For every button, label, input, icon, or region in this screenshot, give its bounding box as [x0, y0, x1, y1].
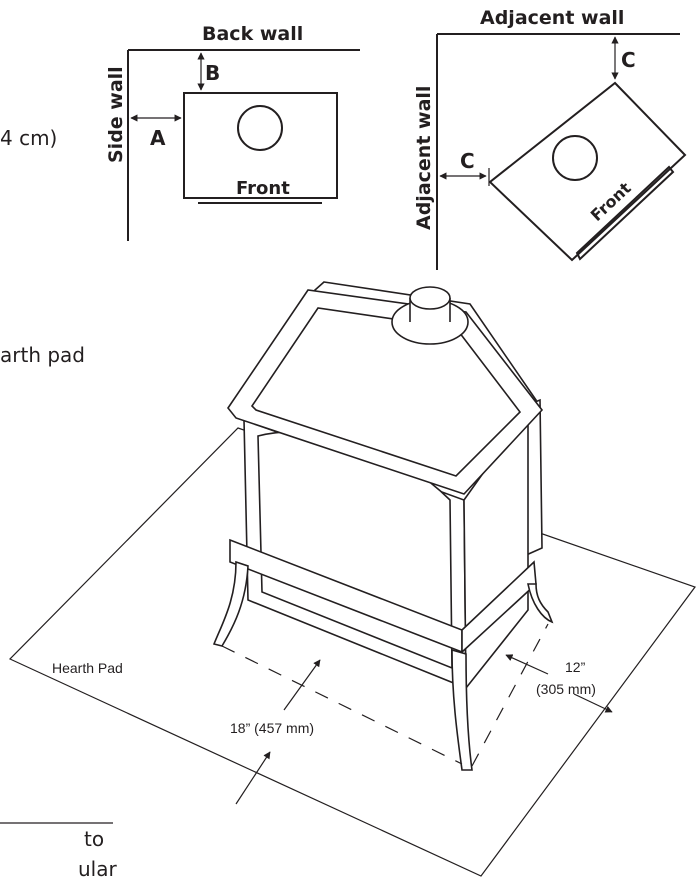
label-c-top: C — [621, 48, 636, 72]
dim-front-arrow-right — [573, 693, 613, 713]
front-label-b: Front — [587, 178, 635, 225]
dim-front-label-inches: 12” — [565, 659, 586, 675]
clipped-text-hearth-pad: arth pad — [0, 343, 85, 367]
side-wall-label: Side wall — [105, 66, 127, 163]
adjacent-wall-side-label: Adjacent wall — [413, 86, 435, 230]
adjacent-wall-top-label: Adjacent wall — [480, 7, 624, 29]
label-c-left: C — [460, 149, 475, 173]
stove-top-inset — [250, 307, 522, 477]
stove-drawing — [212, 281, 554, 771]
clipped-text-cm: 4 cm) — [0, 126, 57, 150]
stove-footprint-diamond — [488, 81, 687, 262]
dim-side-arrow-upper — [283, 659, 321, 711]
dim-side-arrow-lower — [235, 751, 271, 805]
hearth-pad-outline — [8, 427, 696, 877]
front-edge-b — [575, 165, 675, 261]
stove-footprint-rect — [183, 92, 338, 199]
clipped-text-ular: ular — [78, 857, 117, 880]
flue-collar-top — [409, 286, 451, 310]
flue-circle-b — [552, 135, 598, 181]
dim-front-label-mm: (305 mm) — [536, 681, 596, 697]
hearth-pad-label: Hearth Pad — [52, 660, 123, 676]
dim-front-arrow-left — [505, 654, 549, 675]
stove-leg-front-right — [451, 648, 473, 771]
stove-leg-back-right — [527, 583, 554, 624]
label-b: B — [205, 61, 220, 85]
clipped-text-to: to — [84, 827, 104, 851]
dashed-side-extent — [471, 623, 549, 767]
label-a: A — [150, 126, 166, 150]
diagram-back-side-wall: Back wall Side wall Front B A — [105, 23, 360, 241]
dashed-front-extent — [221, 645, 463, 765]
back-wall-label: Back wall — [202, 23, 303, 45]
stove-leg-front-left — [212, 560, 249, 647]
front-label-a: Front — [236, 178, 290, 199]
dim-side-label: 18” (457 mm) — [230, 720, 314, 736]
diagram-corner-install: Adjacent wall Adjacent wall Front C C — [413, 7, 687, 270]
flue-circle — [237, 105, 283, 151]
